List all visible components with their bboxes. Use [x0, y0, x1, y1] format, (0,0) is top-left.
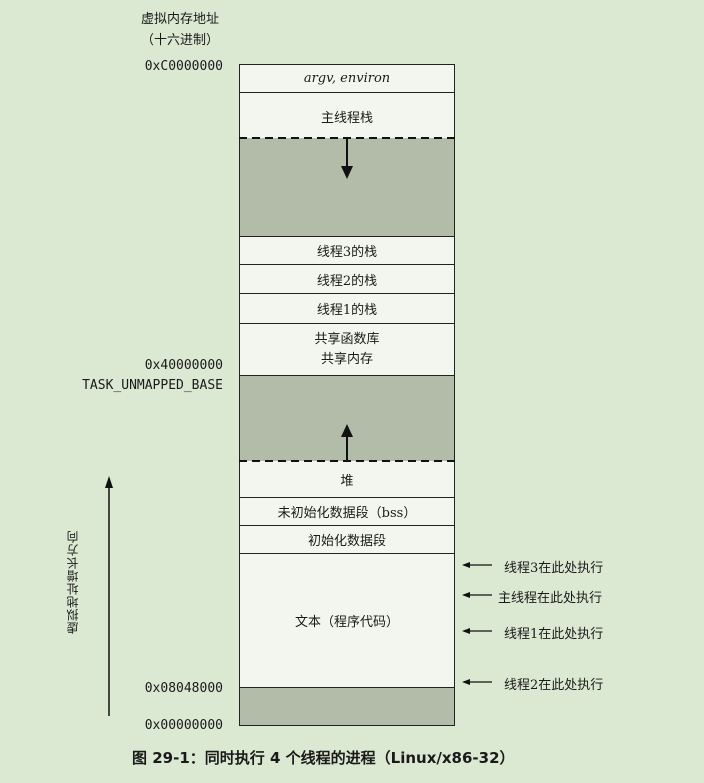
segment-main-stack: 主线程栈: [239, 92, 455, 140]
segment-shared-mem-label: 共享内存: [320, 351, 373, 367]
segment-argv-label: argv, environ: [303, 71, 391, 86]
address-text-start: 0x08048000: [144, 681, 223, 696]
note-thread3-exec: 线程3在此处执行: [504, 561, 604, 576]
address-mid: 0x40000000: [144, 358, 223, 373]
address-zero: 0x00000000: [144, 718, 223, 733]
segment-thread2-stack-label: 线程2的栈: [316, 273, 378, 289]
segment-thread1-stack: 线程1的栈: [239, 293, 455, 324]
segment-argv-environ: argv, environ: [239, 64, 455, 93]
segment-data-label: 初始化数据段: [307, 534, 386, 549]
figure-caption: 图 29-1：同时执行 4 个线程的进程（Linux/x86-32）: [132, 749, 515, 767]
segment-shared: 共享函数库 共享内存: [239, 323, 455, 376]
note-thread1-exec: 线程1在此处执行: [504, 627, 604, 642]
segment-main-stack-label: 主线程栈: [320, 111, 373, 126]
address-growth-arrow-head: [105, 476, 113, 488]
note-main-arrow-head: [462, 592, 470, 598]
address-task-unmapped-base: TASK_UNMAPPED_BASE: [82, 378, 223, 393]
address-top: 0xC0000000: [144, 59, 223, 74]
segment-bss-label: 未初始化数据段（bss）: [277, 506, 417, 521]
segment-thread3-stack-label: 线程3的栈: [316, 245, 378, 260]
note-t2-arrow-head: [462, 679, 470, 685]
header-title: 虚拟内存地址: [140, 12, 219, 27]
segment-reserved-bottom: [239, 687, 455, 726]
segment-text-label: 文本（程序代码）: [294, 615, 399, 630]
address-growth-label: 虚拟地址增长方向: [66, 530, 80, 634]
note-thread2-exec: 线程2在此处执行: [504, 678, 604, 693]
segment-text: 文本（程序代码）: [239, 553, 455, 688]
segment-shared-lib-label: 共享函数库: [314, 331, 380, 347]
segment-heap-label: 堆: [340, 474, 354, 489]
note-t3-arrow-head: [462, 562, 470, 568]
note-main-thread-exec: 主线程在此处执行: [498, 591, 603, 606]
note-t1-arrow-head: [462, 628, 470, 634]
segment-bss: 未初始化数据段（bss）: [239, 497, 455, 526]
segment-thread3-stack: 线程3的栈: [239, 236, 455, 265]
segment-thread2-stack: 线程2的栈: [239, 264, 455, 294]
header-subtitle: （十六进制）: [140, 33, 219, 48]
segment-thread1-stack-label: 线程1的栈: [316, 303, 378, 318]
stack-growth-arrow-head: [341, 166, 353, 179]
heap-growth-arrow-head: [341, 424, 353, 437]
